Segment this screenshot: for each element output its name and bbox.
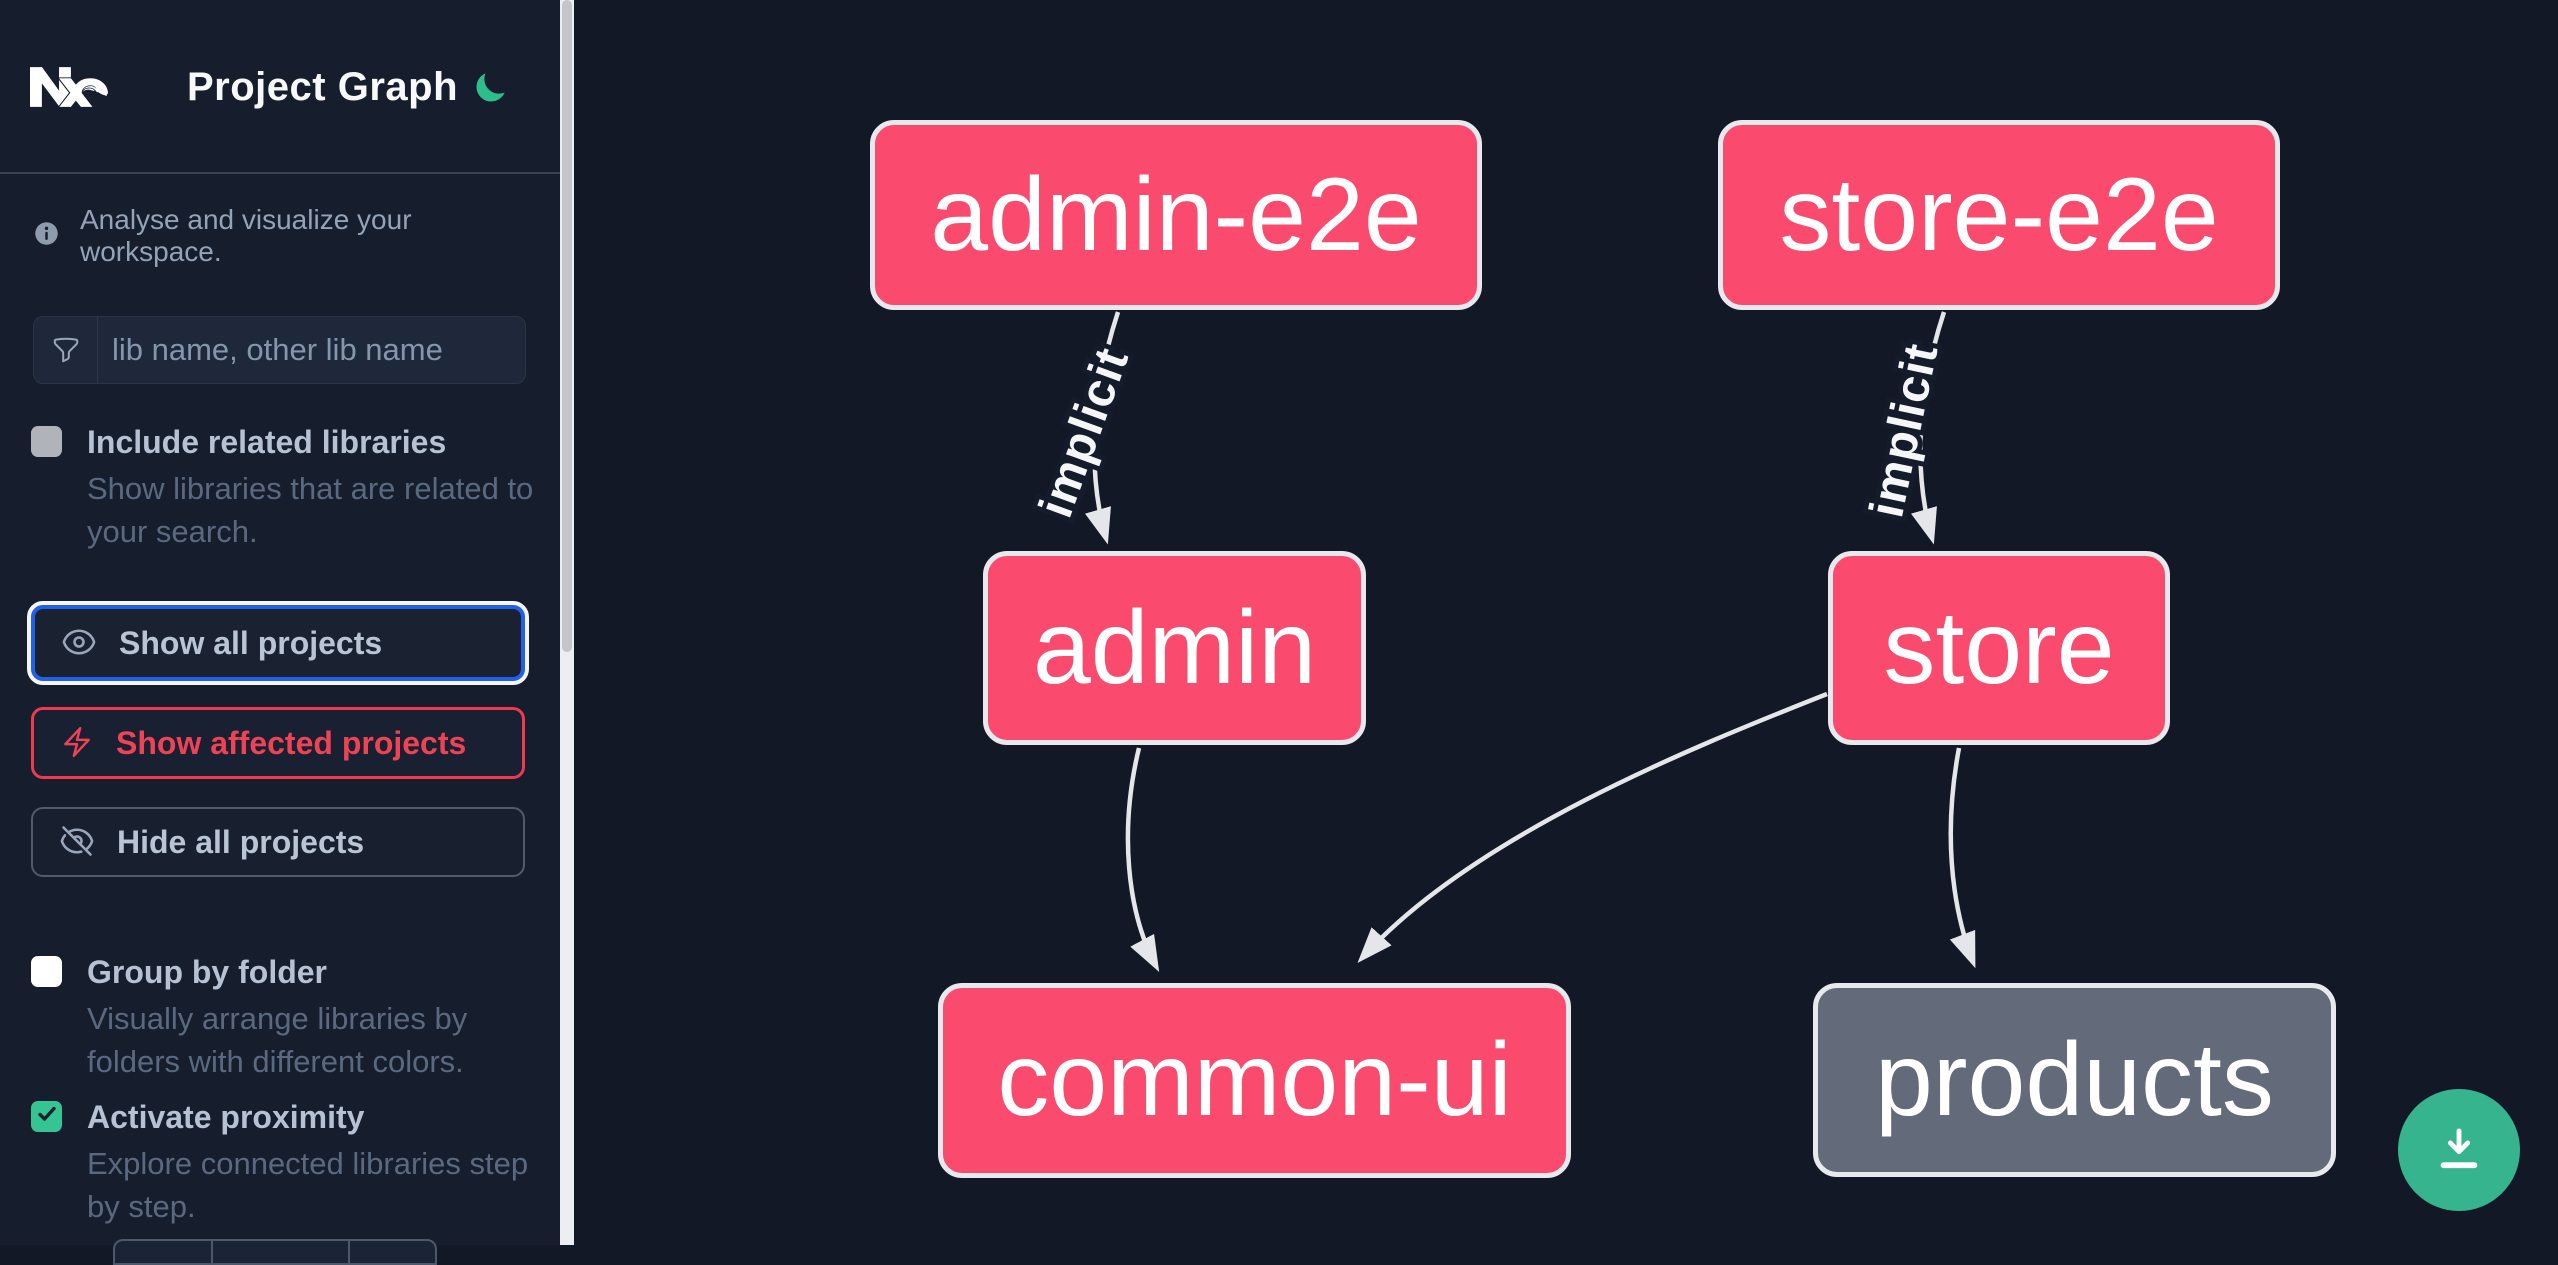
checkbox-description: Visually arrange libraries by folders wi… [87,1001,468,1079]
info-icon [33,220,60,252]
bolt-icon [60,725,94,762]
eye-slash-icon [59,823,95,862]
graph-node-admin[interactable]: admin [983,551,1366,745]
sidebar: Project Graph Analyse and visualize your… [0,0,560,1265]
button-label: Show affected projects [116,724,467,761]
checkbox-description: Show libraries that are related to your … [87,471,534,549]
edge-store-common-ui[interactable] [1357,691,1828,964]
search-input[interactable] [98,317,525,383]
theme-toggle-button[interactable] [470,69,510,109]
checkbox-label: Include related libraries [87,424,447,460]
hide-all-projects-button[interactable]: Hide all projects [31,807,525,877]
graph-node-common-ui[interactable]: common-ui [938,983,1571,1178]
node-label: store [1883,589,2115,706]
edge-store-products[interactable] [1948,747,1976,969]
checkbox-label: Activate proximity [87,1099,365,1135]
moon-icon [472,72,508,109]
show-affected-projects-button[interactable]: Show affected projects [31,707,525,779]
graph-node-products[interactable]: products [1813,983,2336,1177]
sidebar-header: Project Graph [0,0,560,174]
tagline-text: Analyse and visualize your workspace. [80,204,412,267]
proximity-depth-stepper[interactable] [113,1239,437,1265]
download-icon [2430,1120,2488,1181]
edge-label-implicit-left: implicit [1029,341,1139,525]
include-related-libraries-checkbox[interactable] [31,426,62,457]
funnel-filter-icon [34,317,98,383]
sidebar-scrollbar-thumb[interactable] [562,0,572,652]
button-label: Hide all projects [117,823,365,860]
node-label: store-e2e [1779,156,2219,273]
node-label: common-ui [997,1022,1512,1138]
edge-admin-common-ui[interactable] [1125,747,1160,972]
graph-node-store-e2e[interactable]: store-e2e [1718,120,2280,310]
graph-node-admin-e2e[interactable]: admin-e2e [870,120,1482,310]
stepper-decrement-segment[interactable] [115,1241,211,1263]
node-label: admin-e2e [930,156,1422,273]
edge-store-e2e-store[interactable] [1910,311,1947,545]
stepper-value-segment [211,1241,348,1263]
node-label: admin [1032,589,1317,706]
stepper-increment-segment[interactable] [348,1241,435,1263]
checkmark-icon [35,1102,59,1131]
node-label: products [1875,1021,2274,1138]
eye-icon [61,624,97,663]
sidebar-scrollbar-track[interactable] [560,0,574,1245]
graph-node-store[interactable]: store [1828,551,2170,745]
activate-proximity-checkbox[interactable] [31,1101,62,1132]
checkbox-description: Explore connected libraries step by step… [87,1146,529,1224]
button-label: Show all projects [119,624,383,661]
group-by-folder-checkbox[interactable] [31,956,62,987]
edge-admin-e2e-admin[interactable] [1084,311,1121,545]
workspace-tagline: Analyse and visualize your workspace. [33,204,560,268]
project-filter-search [33,316,526,384]
edge-label-implicit-right: implicit [1860,339,1948,522]
page-title: Project Graph [187,65,459,109]
download-graph-button[interactable] [2398,1089,2520,1211]
show-all-projects-button[interactable]: Show all projects [27,601,529,685]
nx-logo-icon [30,55,108,124]
checkbox-label: Group by folder [87,954,327,990]
